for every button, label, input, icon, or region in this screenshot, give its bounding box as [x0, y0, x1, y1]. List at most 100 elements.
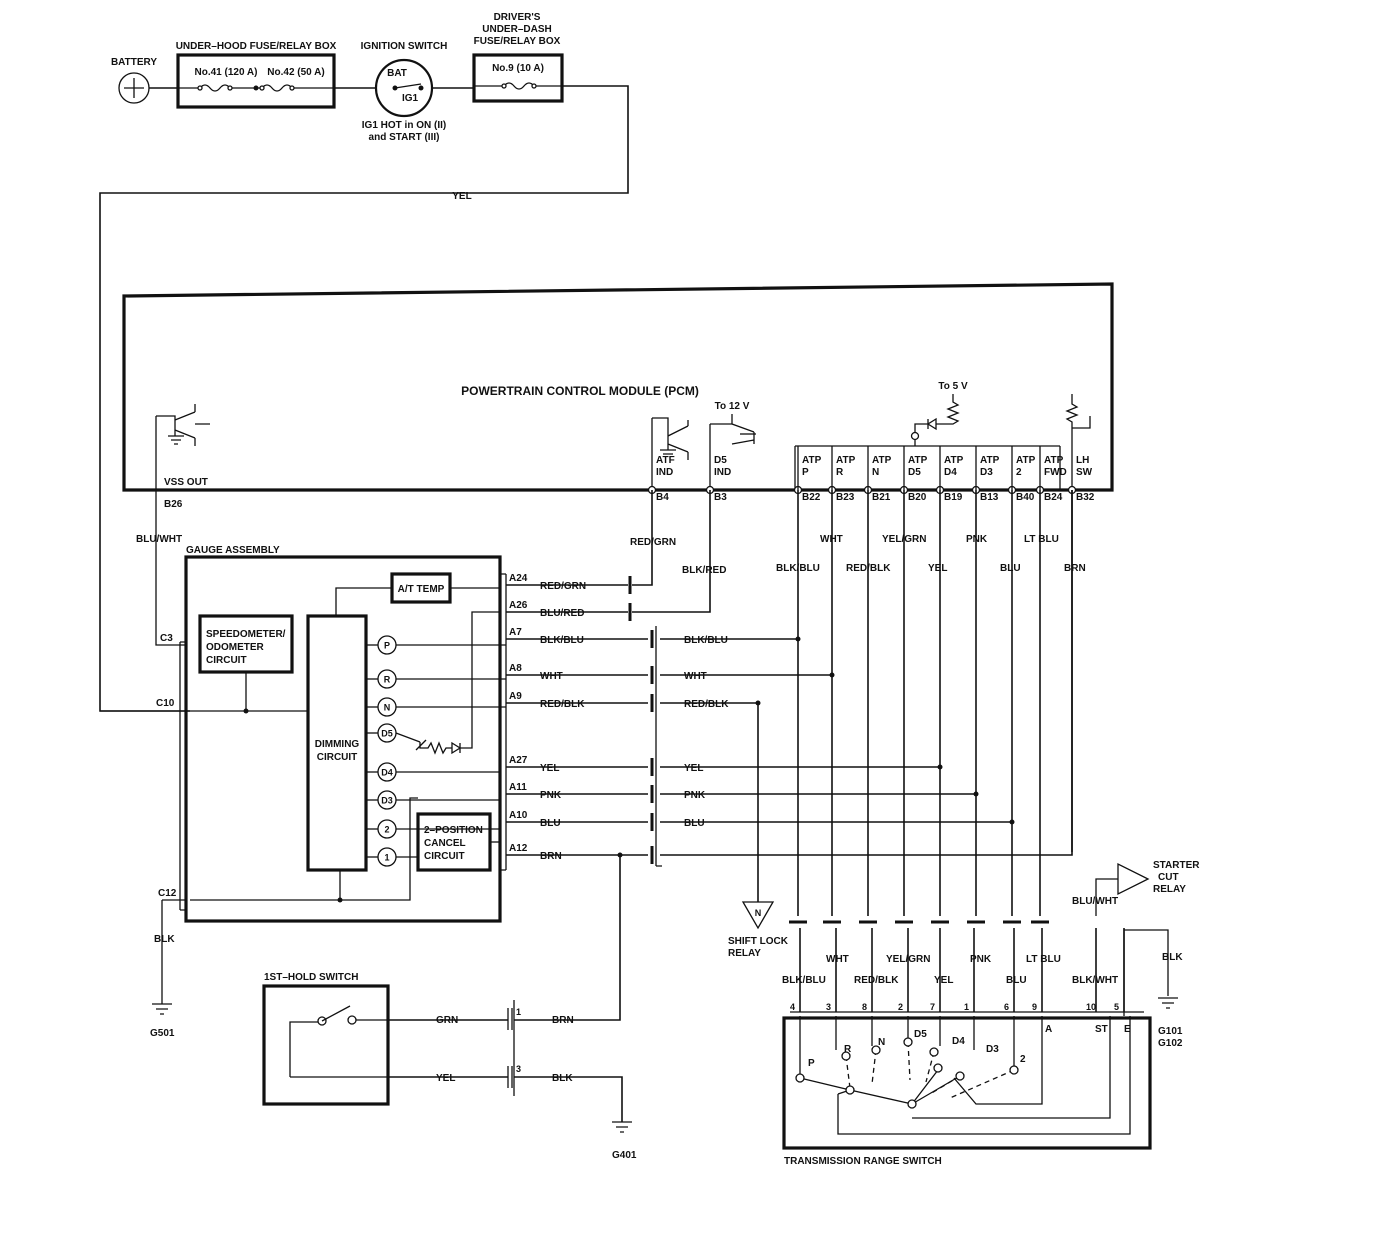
dimming-label-1: DIMMING — [315, 739, 360, 750]
pin-b26: B26 — [164, 499, 183, 510]
pcm-pin-label: SW — [1076, 467, 1093, 478]
wire-label-blk-red-top: BLK/RED — [682, 565, 726, 576]
shift-lock-relay: N SHIFT LOCK RELAY — [728, 700, 789, 959]
trs-blk-label: BLK — [1162, 952, 1183, 963]
gauge-assembly: GAUGE ASSEMBLY A/T TEMP SPEEDOMETER/ ODO… — [100, 490, 507, 1000]
gauge-pin-label: A11 — [509, 782, 527, 793]
trs-pin-number: 9 — [1032, 1002, 1037, 1012]
first-hold-switch: 1ST–HOLD SWITCH GRN YEL 1 3 BRN BLK G401 — [262, 852, 637, 1161]
gauge-row-wire-label: BLU/RED — [540, 608, 584, 619]
trs-pin-number: 6 — [1004, 1002, 1009, 1012]
conn-c12: C12 — [158, 888, 177, 899]
pcm-pin-number: B19 — [944, 492, 963, 503]
gauge-row-wire-label: BLU — [540, 818, 561, 829]
junction-dot — [973, 791, 979, 797]
ground-g101-g102: BLK G101 G102 — [1123, 929, 1183, 1049]
trs-wire-10: 5 — [1114, 928, 1125, 1012]
pcm-pin-number: B40 — [1016, 492, 1035, 503]
transmission-range-switch: TRANSMISSION RANGE SWITCH A ST E — [782, 1011, 1152, 1167]
at-temp-label: A/T TEMP — [398, 584, 445, 595]
gauge-row-wire-label: YEL — [540, 763, 559, 774]
drop-wire-label: PNK — [966, 534, 988, 545]
fuse42-label: No.42 (50 A) — [267, 67, 324, 78]
wire-label-red-grn-top: RED/GRN — [630, 537, 676, 548]
shift-lock-n: N — [755, 908, 762, 918]
hold-title: 1ST–HOLD SWITCH — [264, 972, 358, 983]
indicator-p: P — [366, 635, 397, 655]
pcm-title: POWERTRAIN CONTROL MODULE (PCM) — [461, 384, 699, 398]
trs-pin-number: 10 — [1086, 1002, 1096, 1012]
trs-position-2: 2 — [1020, 1054, 1026, 1065]
ign-bat-label: BAT — [387, 68, 407, 79]
trs-position-p: P — [808, 1058, 815, 1069]
pcm-pin-number: B13 — [980, 492, 999, 503]
pcm-pin-label: ATP — [872, 455, 892, 466]
dimming-box — [306, 614, 368, 872]
wire-label-blu-wht: BLU/WHT — [136, 534, 182, 545]
to-12v-label: To 12 V — [715, 401, 750, 412]
ign-ig1-label: IG1 — [402, 93, 419, 104]
pcm-pin-label: ATP — [944, 455, 964, 466]
g102-label: G102 — [1158, 1038, 1183, 1049]
trs-wire-label: LT BLU — [1026, 954, 1061, 965]
starter-cut-relay: STARTER CUT RELAY BLU/WHT — [1072, 860, 1200, 916]
yel-feed-label: YEL — [452, 191, 471, 202]
pcm-pin-number: B21 — [872, 492, 891, 503]
gauge-row-wire-label: BLK/BLU — [540, 635, 584, 646]
gauge-pin-label: A24 — [509, 573, 528, 584]
gauge-pin-label: A9 — [509, 691, 522, 702]
underhood-box-label: UNDER–HOOD FUSE/RELAY BOX — [176, 41, 337, 52]
trs-position-d3: D3 — [986, 1044, 999, 1055]
drop-wire-label: BRN — [1064, 563, 1086, 574]
trs-position-d4: D4 — [952, 1036, 965, 1047]
trs-pin-number: 7 — [930, 1002, 935, 1012]
indicator-1: 1 — [366, 847, 397, 867]
trs-pin-number: 5 — [1114, 1002, 1119, 1012]
trs-e: E — [1124, 1024, 1131, 1035]
indicator-d4: D4 — [366, 762, 397, 782]
cancel-label-2: CANCEL — [424, 838, 466, 849]
pcm-pin-label: D5 — [714, 455, 727, 466]
trs-wire-label: YEL — [934, 975, 953, 986]
gauge-pin-label: A7 — [509, 627, 522, 638]
indicator-lamp — [377, 723, 397, 743]
gauge-connector-shell — [655, 626, 662, 867]
trs-wire-5: YEL 7 — [930, 928, 953, 1012]
drop-wire-label: BLU — [1000, 563, 1021, 574]
indicator-label: D3 — [381, 796, 393, 806]
indicator-label: N — [384, 703, 391, 713]
cancel-label-1: 2–POSITION — [424, 825, 483, 836]
pcm-pin-number: B3 — [714, 492, 727, 503]
pcm-drop-3: RED/BLK — [846, 490, 891, 924]
junction-dot — [1009, 819, 1015, 825]
trs-wire-8: LT BLU 9 — [1026, 928, 1061, 1012]
pcm-pin-number: B24 — [1044, 492, 1063, 503]
trs-position-n: N — [878, 1037, 885, 1048]
gauge-title: GAUGE ASSEMBLY — [186, 545, 280, 556]
indicator-label: P — [384, 641, 390, 651]
pcm-pin-label: ATP — [980, 455, 1000, 466]
gauge-pin-label: A12 — [509, 843, 528, 854]
cancel-label-3: CIRCUIT — [424, 851, 465, 862]
hold-brn-label: BRN — [552, 1015, 574, 1026]
starter-label-2: CUT — [1158, 872, 1179, 883]
ignition-switch: IGNITION SWITCH BAT IG1 IG1 HOT in ON (I… — [361, 41, 474, 143]
indicator-d3: D3 — [366, 790, 397, 810]
fuse9-label: No.9 (10 A) — [492, 63, 544, 74]
gauge-pin-label: A10 — [509, 810, 528, 821]
